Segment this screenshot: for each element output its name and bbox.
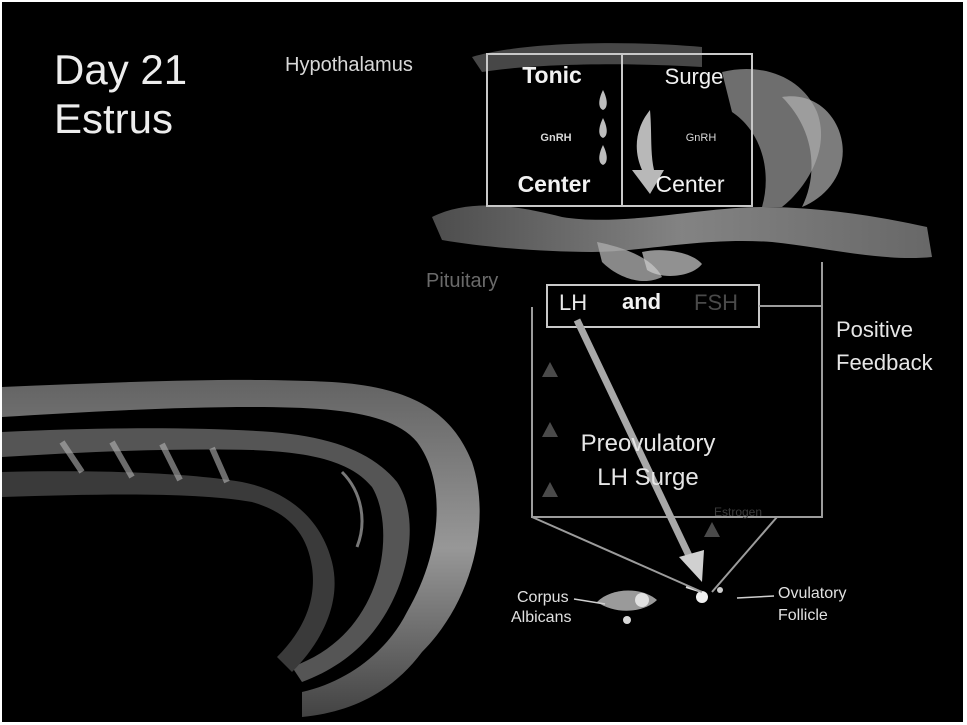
positive-feedback-label-line2: Feedback bbox=[836, 352, 933, 374]
estrogen-label: Estrogen bbox=[714, 506, 762, 518]
preovulatory-label-line1: Preovulatory bbox=[581, 432, 716, 456]
tonic-center-top-label: Tonic bbox=[522, 64, 582, 87]
slide-title-phase: Estrus bbox=[54, 98, 173, 140]
corpus-albicans-label-line2: Albicans bbox=[511, 610, 571, 626]
ovulatory-follicle-label-line1: Ovulatory bbox=[778, 586, 846, 602]
reproductive-tract bbox=[2, 380, 480, 717]
lh-label: LH bbox=[559, 292, 587, 314]
tonic-gnrh-label: GnRH bbox=[540, 133, 571, 144]
and-label: and bbox=[622, 291, 661, 313]
corpus-albicans-label-line1: Corpus bbox=[517, 590, 569, 606]
surge-gnrh-label: GnRH bbox=[686, 133, 717, 144]
surge-center-top-label: Surge bbox=[665, 66, 724, 88]
slide-title-day: Day 21 bbox=[54, 49, 187, 91]
corpus-albicans-body bbox=[635, 593, 649, 607]
pituitary-label: Pituitary bbox=[426, 271, 498, 291]
tonic-center-bottom-label: Center bbox=[518, 173, 591, 196]
ovulatory-follicle-body bbox=[696, 591, 708, 603]
ovulatory-follicle-leader bbox=[737, 596, 774, 598]
tonic-gnrh-pulses-icon bbox=[599, 90, 607, 165]
positive-feedback-label-line1: Positive bbox=[836, 319, 913, 341]
ovary-structures bbox=[597, 587, 723, 624]
surge-center-bottom-label: Center bbox=[655, 173, 724, 196]
hypothalamus-label: Hypothalamus bbox=[285, 55, 413, 75]
fsh-label: FSH bbox=[694, 292, 738, 314]
lh-surge-label-line2: LH Surge bbox=[597, 466, 698, 490]
ovulatory-follicle-label-line2: Follicle bbox=[778, 608, 828, 624]
